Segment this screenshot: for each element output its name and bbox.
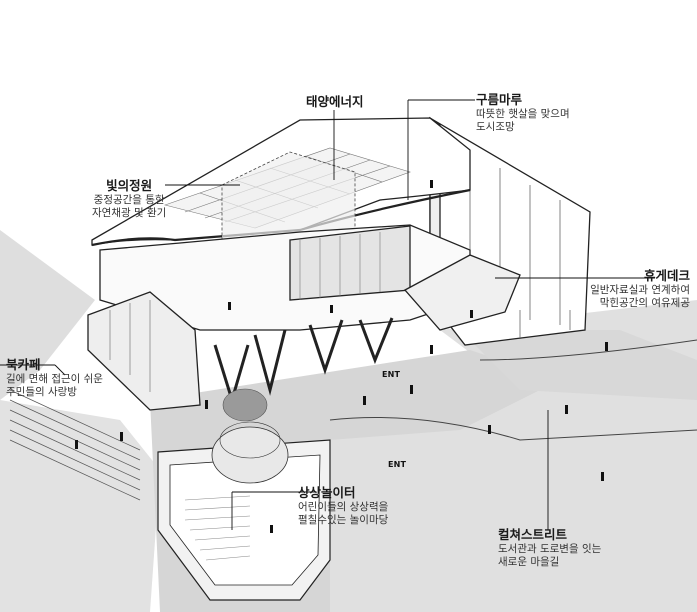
culture-street-desc: 도서관과 도로변을 잇는 새로운 마을길 [498,542,602,568]
building-mass [87,116,591,422]
cloud-floor-label: 구름마루 따뜻한 햇살을 맞으며 도시조망 [476,92,570,134]
imagination-playground-desc: 어린이들의 상상력을 펼칠수있는 놀이마당 [298,500,389,526]
culture-street-title: 컬쳐스트리트 [498,527,568,542]
cloud-floor-title: 구름마루 [476,92,523,107]
solar-energy-label: 태양에너지 [306,94,364,110]
rest-deck-label: 휴게데크 일반자료실과 연계하여 막힌공간의 여유제공 [565,268,690,310]
solar-energy-title: 태양에너지 [306,94,364,109]
culture-street-label: 컬쳐스트리트 도서관과 도로변을 잇는 새로운 마을길 [498,527,601,569]
book-cafe-label: 북카페 길에 면해 접근이 쉬운 주민들의 사랑방 [6,357,103,399]
book-cafe-desc: 길에 면해 접근이 쉬운 주민들의 사랑방 [6,372,103,398]
light-garden-label: 빛의정원 중정공간을 통한 자연채광 및 환기 [92,178,166,220]
rest-deck-title: 휴게데크 [643,268,690,283]
entrance-marker: ENT [382,370,401,379]
sunken-playground [157,421,331,601]
book-cafe-title: 북카페 [6,357,41,372]
imagination-playground-title: 상상놀이터 [298,485,356,500]
light-garden-title: 빛의정원 [106,178,153,193]
rest-deck-desc: 일반자료실과 연계하여 막힌공간의 여유제공 [590,283,690,309]
leader-lines [0,99,655,530]
light-garden-desc: 중정공간을 통한 자연채광 및 환기 [92,193,167,219]
people-figures [75,180,608,533]
cloud-floor-desc: 따뜻한 햇살을 맞으며 도시조망 [476,107,570,133]
entrance-marker: ENT [388,460,407,469]
imagination-playground-label: 상상놀이터 어린이들의 상상력을 펼칠수있는 놀이마당 [298,485,388,527]
